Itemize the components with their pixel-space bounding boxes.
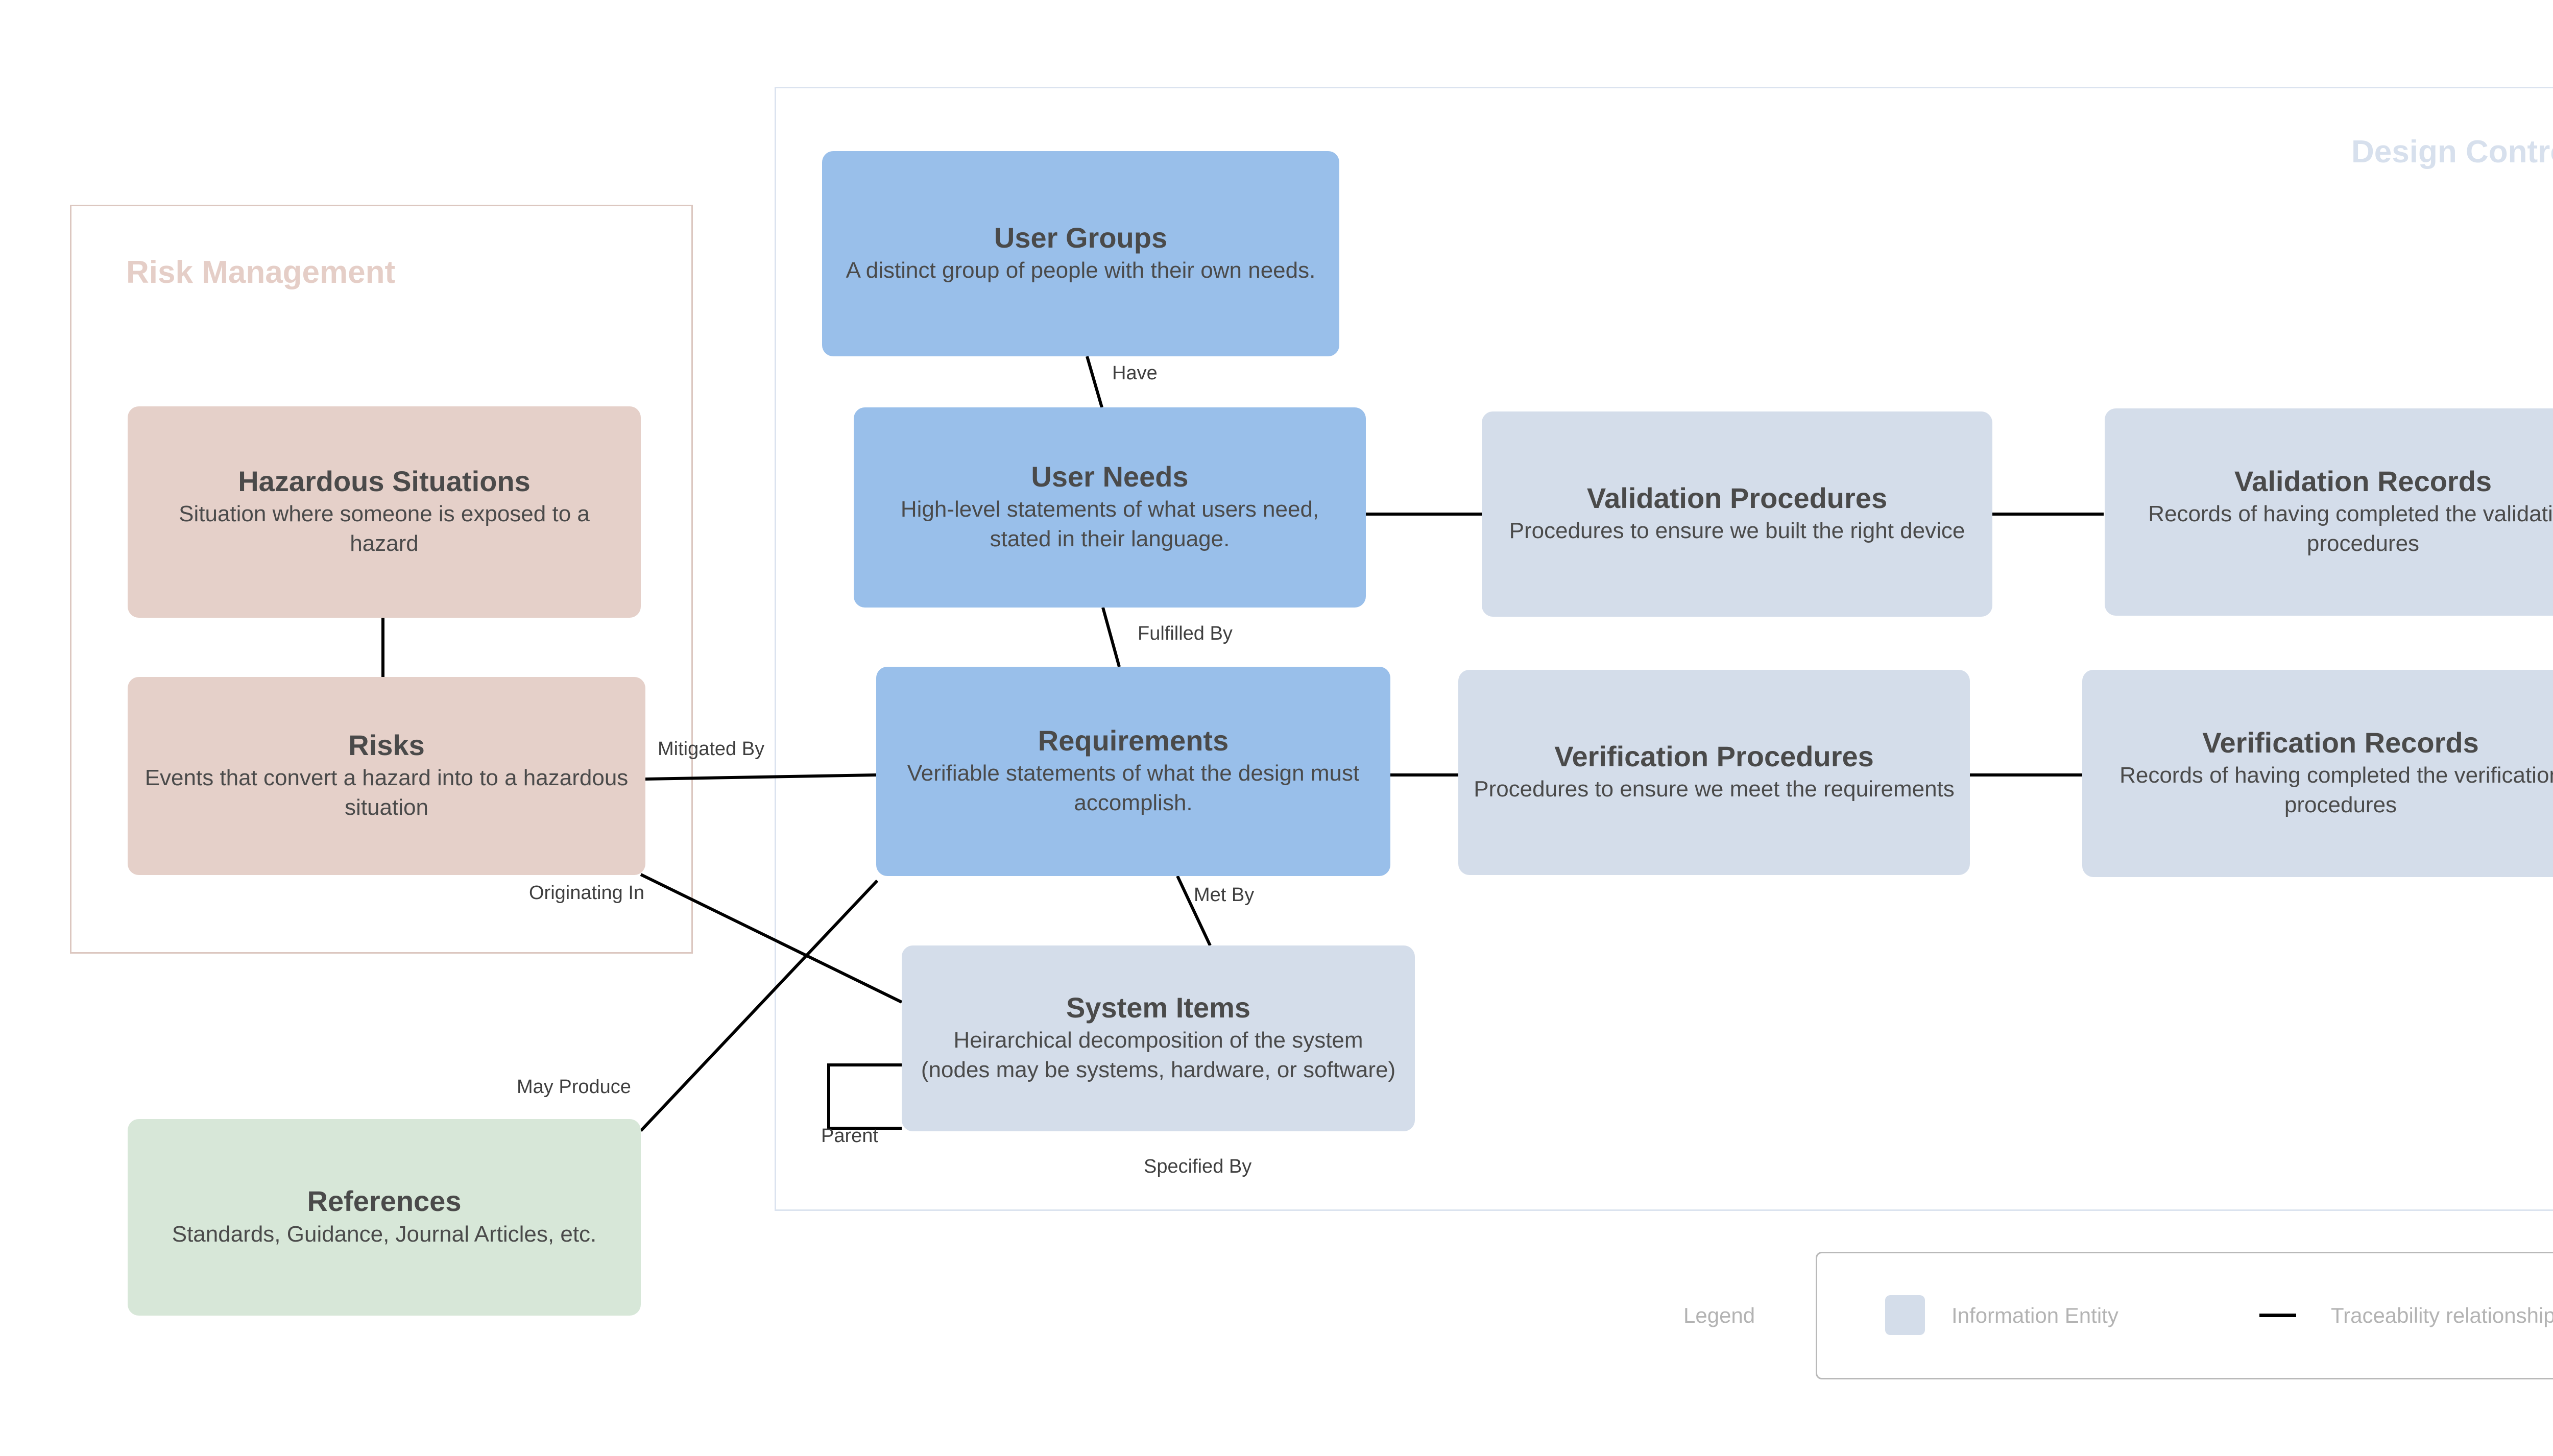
node-user-needs-title: User Needs (1031, 460, 1189, 493)
legend-relationship-line (2259, 1314, 2296, 1317)
group-risk-management (70, 205, 693, 954)
edge-label-have: Have (1112, 362, 1158, 384)
node-requirements[interactable]: Requirements Verifiable statements of wh… (876, 667, 1390, 876)
node-validation-records[interactable]: Validation Records Records of having com… (2105, 408, 2553, 616)
node-references[interactable]: References Standards, Guidance, Journal … (128, 1119, 641, 1316)
node-requirements-title: Requirements (1038, 724, 1229, 757)
node-validation-records-title: Validation Records (2234, 465, 2492, 498)
node-system-items[interactable]: System Items Heirarchical decomposition … (902, 945, 1415, 1131)
legend-label: Legend (1683, 1303, 1755, 1327)
edge-label-parent: Parent (821, 1125, 878, 1147)
node-user-needs[interactable]: User Needs High-level statements of what… (854, 407, 1366, 608)
node-system-items-title: System Items (1066, 991, 1251, 1024)
node-verification-procedures-title: Verification Procedures (1554, 740, 1874, 772)
node-requirements-desc: Verifiable statements of what the design… (907, 761, 1360, 815)
node-risks-desc: Events that convert a hazard into to a h… (144, 765, 629, 820)
legend-entity-swatch (1885, 1295, 1925, 1335)
group-design-controls (775, 87, 2553, 1211)
node-validation-records-desc: Records of having completed the validati… (2148, 501, 2553, 556)
node-verification-procedures[interactable]: Verification Procedures Procedures to en… (1458, 670, 1970, 875)
legend-entity-text: Information Entity (1952, 1303, 2118, 1327)
edge-label-specified-by: Specified By (1144, 1156, 1252, 1177)
node-verification-procedures-desc: Procedures to ensure we meet the require… (1474, 776, 1955, 802)
edge-label-met-by: Met By (1194, 884, 1255, 906)
node-hazardous-situations[interactable]: Hazardous Situations Situation where som… (128, 406, 641, 618)
node-user-needs-desc: High-level statements of what users need… (900, 497, 1319, 551)
node-verification-records[interactable]: Verification Records Records of having c… (2082, 670, 2553, 877)
node-validation-procedures-title: Validation Procedures (1586, 481, 1888, 514)
edge-label-fulfilled-by: Fulfilled By (1138, 623, 1233, 644)
legend-box (1816, 1252, 2553, 1379)
edge-label-may-produce: May Produce (517, 1076, 631, 1098)
group-risk-management-title: Risk Management (126, 255, 396, 290)
node-hazardous-situations-title: Hazardous Situations (238, 465, 531, 498)
node-user-groups-desc: A distinct group of people with their ow… (846, 258, 1316, 283)
node-user-groups[interactable]: User Groups A distinct group of people w… (822, 151, 1339, 356)
group-design-controls-title: Design Controls (2351, 134, 2553, 169)
legend-relationship-text: Traceability relationship (2331, 1303, 2553, 1327)
node-verification-records-desc: Records of having completed the verifica… (2120, 763, 2553, 817)
node-verification-records-title: Verification Records (2202, 726, 2479, 759)
node-validation-procedures[interactable]: Validation Procedures Procedures to ensu… (1482, 411, 1992, 617)
edge-label-mitigated-by: Mitigated By (658, 738, 765, 760)
node-risks-title: Risks (348, 729, 425, 762)
node-risks[interactable]: Risks Events that convert a hazard into … (128, 677, 645, 875)
node-user-groups-title: User Groups (994, 221, 1168, 254)
node-system-items-desc: Heirarchical decomposition of the system… (921, 1028, 1396, 1082)
node-validation-procedures-desc: Procedures to ensure we built the right … (1509, 518, 1965, 544)
edge-label-originating-in: Originating In (529, 882, 645, 904)
node-hazardous-situations-desc: Situation where someone is exposed to a … (179, 501, 590, 556)
node-references-desc: Standards, Guidance, Journal Articles, e… (172, 1221, 597, 1247)
node-references-title: References (307, 1185, 462, 1218)
